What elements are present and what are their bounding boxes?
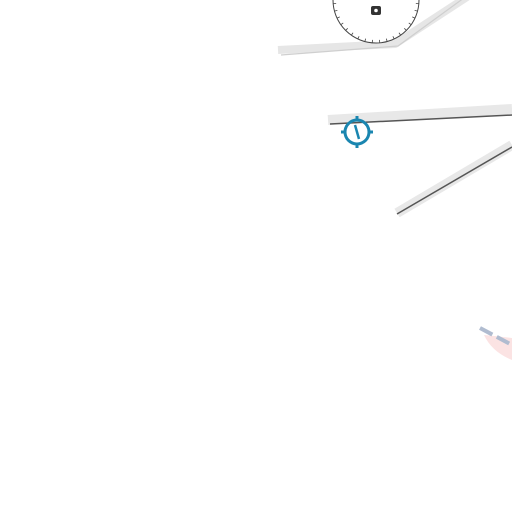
dial-tick: [398, 32, 401, 36]
dial-tick: [385, 38, 388, 42]
dial-tick: [364, 38, 367, 42]
road-diagonal-centerline: [396, 146, 512, 215]
dial-tick: [357, 36, 360, 40]
dial-tick: [412, 16, 416, 19]
road-diagonal-casing: [394, 140, 512, 218]
dial-tick: [345, 28, 348, 31]
compass-dial-icon[interactable]: [332, 0, 420, 44]
dial-ticks: [333, 3, 419, 43]
dial-tick: [336, 16, 340, 19]
crosshair-target-icon[interactable]: [341, 116, 373, 148]
road-diagonal: [394, 140, 512, 218]
dial-tick: [351, 32, 354, 36]
road-upper-edge: [280, 0, 463, 56]
road-upper: [277, 0, 470, 56]
dial-tick: [414, 9, 418, 12]
dial-tick: [408, 22, 412, 25]
dial-tick: [404, 28, 407, 31]
road-middle: [327, 104, 512, 125]
dial-tick: [340, 22, 344, 25]
dial-tick: [334, 9, 338, 12]
lock-icon: [371, 6, 381, 15]
road-middle-casing: [327, 104, 512, 125]
dashed-route: [479, 326, 512, 347]
dial-tick: [392, 36, 395, 40]
road-middle-centerline: [329, 114, 512, 125]
